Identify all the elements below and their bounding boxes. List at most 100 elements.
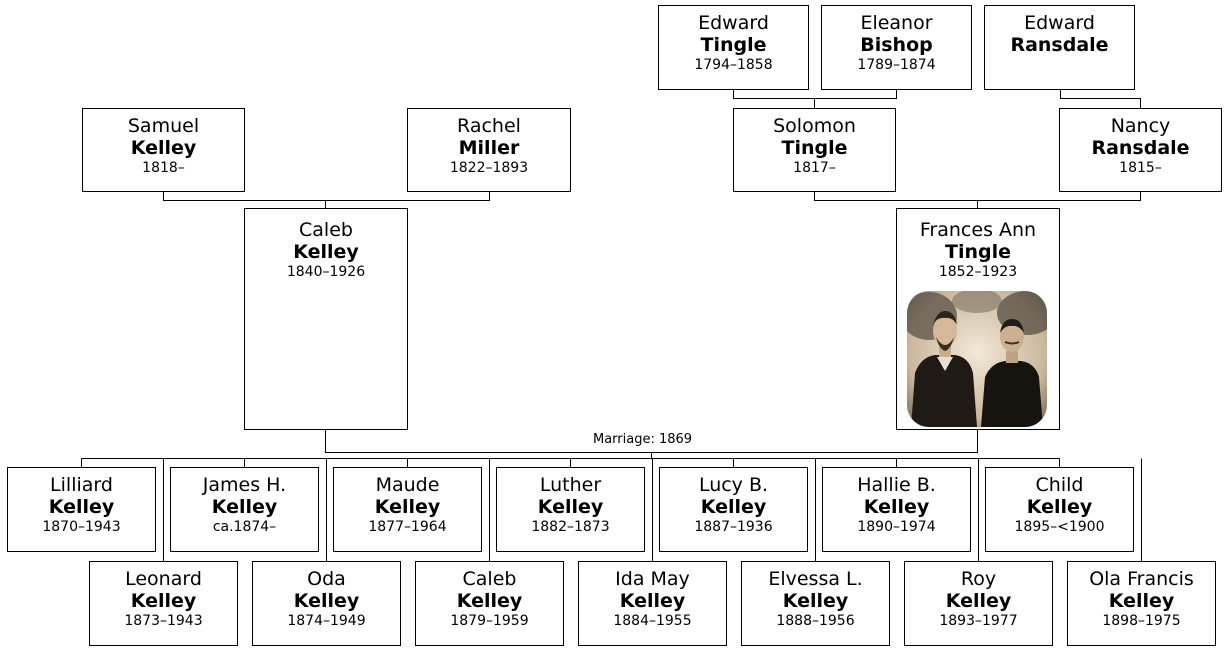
first-name: Caleb <box>462 568 517 590</box>
surname: Kelley <box>293 241 359 263</box>
life-dates: 1879–1959 <box>450 613 529 629</box>
surname: Kelley <box>863 496 930 518</box>
surname: Kelley <box>1026 496 1093 518</box>
first-name: Rachel <box>457 115 521 137</box>
life-dates: 1884–1955 <box>613 613 692 629</box>
life-dates: 1874–1949 <box>287 613 366 629</box>
person-box-eleanor-bishop[interactable]: Eleanor Bishop 1789–1874 <box>821 5 972 90</box>
person-box-child[interactable]: Luther Kelley 1882–1873 <box>496 467 645 552</box>
life-dates: 1817– <box>793 160 836 176</box>
surname: Tingle <box>781 137 848 159</box>
row2-drops <box>163 458 1142 561</box>
person-box-nancy-ransdale[interactable]: Nancy Ransdale 1815– <box>1059 108 1222 192</box>
surname: Miller <box>458 137 520 159</box>
first-name: Eleanor <box>860 12 933 34</box>
ransdale-parent-connector <box>1060 90 1141 108</box>
first-name: Child <box>1035 474 1084 496</box>
surname: Kelley <box>1108 590 1175 612</box>
life-dates: 1818– <box>142 160 185 176</box>
first-name: Edward <box>1024 12 1095 34</box>
surname: Kelley <box>782 590 849 612</box>
surname: Kelley <box>48 496 115 518</box>
first-name: Samuel <box>127 115 200 137</box>
first-name: Ida May <box>615 568 690 590</box>
surname: Ransdale <box>1010 34 1109 56</box>
person-box-child[interactable]: Child Kelley 1895–<1900 <box>985 467 1134 552</box>
first-name: Roy <box>960 568 997 590</box>
surname: Kelley <box>374 496 441 518</box>
person-box-child[interactable]: Hallie B. Kelley 1890–1974 <box>822 467 971 552</box>
person-box-caleb-kelley[interactable]: Caleb Kelley 1840–1926 <box>244 208 408 430</box>
life-dates: 1822–1893 <box>449 160 529 176</box>
first-name: Edward <box>698 12 769 34</box>
surname: Kelley <box>700 496 767 518</box>
life-dates: 1789–1874 <box>857 57 936 73</box>
surname: Ransdale <box>1091 137 1190 159</box>
person-box-edward-tingle[interactable]: Edward Tingle 1794–1858 <box>658 5 809 90</box>
kelley-parents-connector <box>163 192 490 208</box>
life-dates: 1840–1926 <box>286 264 366 280</box>
life-dates: 1870–1943 <box>42 519 121 535</box>
marriage-label: Marriage: 1869 <box>591 432 695 447</box>
surname: Tingle <box>700 34 767 56</box>
first-name: James H. <box>202 474 287 496</box>
person-box-child[interactable]: Oda Kelley 1874–1949 <box>252 561 401 646</box>
first-name: Nancy <box>1110 115 1171 137</box>
first-name: Ola Francis <box>1089 568 1194 590</box>
row1-drops <box>81 458 1060 467</box>
person-box-child[interactable]: Ida May Kelley 1884–1955 <box>578 561 727 646</box>
first-name: Leonard <box>125 568 202 590</box>
person-box-child[interactable]: Maude Kelley 1877–1964 <box>333 467 482 552</box>
person-box-solomon-tingle[interactable]: Solomon Tingle 1817– <box>733 108 896 192</box>
person-box-child[interactable]: Caleb Kelley 1879–1959 <box>415 561 564 646</box>
surname: Kelley <box>456 590 523 612</box>
life-dates: 1898–1975 <box>1102 613 1181 629</box>
person-box-edward-ransdale[interactable]: Edward Ransdale <box>984 5 1135 90</box>
first-name: Lilliard <box>50 474 113 496</box>
life-dates: 1882–1873 <box>531 519 610 535</box>
life-dates: 1873–1943 <box>124 613 203 629</box>
person-box-child[interactable]: Roy Kelley 1893–1977 <box>904 561 1053 646</box>
first-name: Luther <box>539 474 602 496</box>
person-box-child[interactable]: Lilliard Kelley 1870–1943 <box>7 467 156 552</box>
first-name: Oda <box>307 568 346 590</box>
life-dates: ca.1874– <box>212 519 277 535</box>
surname: Kelley <box>293 590 360 612</box>
life-dates: 1893–1977 <box>939 613 1018 629</box>
person-box-rachel-miller[interactable]: Rachel Miller 1822–1893 <box>407 108 571 192</box>
life-dates: 1895–<1900 <box>1014 519 1105 535</box>
tingle-parents-connector <box>733 90 897 108</box>
sibling-bar <box>81 452 1060 459</box>
surname: Tingle <box>945 241 1011 263</box>
life-dates: 1877–1964 <box>368 519 447 535</box>
life-dates: 1852–1923 <box>938 264 1018 280</box>
first-name: Lucy B. <box>698 474 769 496</box>
life-dates: 1888–1956 <box>776 613 855 629</box>
first-name: Maude <box>375 474 440 496</box>
life-dates: 1794–1858 <box>694 57 773 73</box>
photo-image <box>907 291 1047 427</box>
surname: Kelley <box>130 137 197 159</box>
surname: Kelley <box>537 496 604 518</box>
person-box-child[interactable]: Ola Francis Kelley 1898–1975 <box>1067 561 1216 646</box>
portrait-photo[interactable] <box>907 291 1047 427</box>
person-box-frances-tingle[interactable]: Frances Ann Tingle 1852–1923 <box>896 208 1060 430</box>
person-box-child[interactable]: Elvessa L. Kelley 1888–1956 <box>741 561 890 646</box>
person-box-child[interactable]: James H. Kelley ca.1874– <box>170 467 319 552</box>
person-box-samuel-kelley[interactable]: Samuel Kelley 1818– <box>82 108 245 192</box>
first-name: Hallie B. <box>857 474 936 496</box>
life-dates: 1815– <box>1119 160 1162 176</box>
first-name: Elvessa L. <box>768 568 863 590</box>
person-box-child[interactable]: Leonard Kelley 1873–1943 <box>89 561 238 646</box>
life-dates: 1890–1974 <box>857 519 936 535</box>
person-box-child[interactable]: Lucy B. Kelley 1887–1936 <box>659 467 808 552</box>
surname: Kelley <box>619 590 686 612</box>
surname: Bishop <box>860 34 933 56</box>
frances-parents-connector <box>814 192 1141 208</box>
first-name: Frances Ann <box>919 219 1037 241</box>
surname: Kelley <box>130 590 197 612</box>
surname: Kelley <box>945 590 1012 612</box>
surname: Kelley <box>211 496 278 518</box>
